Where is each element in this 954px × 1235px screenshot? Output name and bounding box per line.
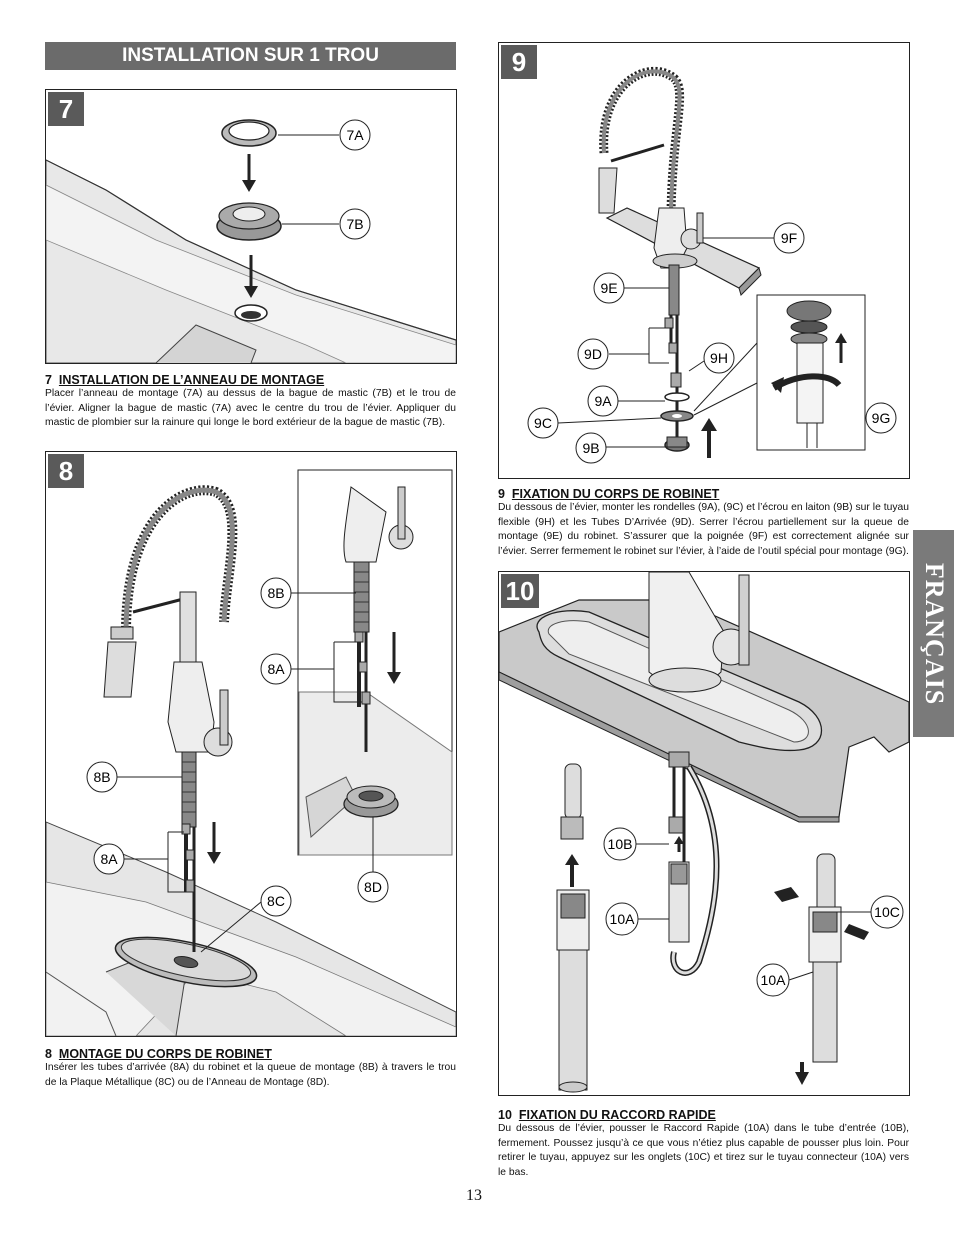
callout-8C <box>260 885 292 917</box>
step-10-caption-number: 10 <box>498 1108 512 1122</box>
svg-text:8A: 8A <box>100 851 118 867</box>
callout-9E <box>593 272 625 304</box>
svg-text:7A: 7A <box>346 127 364 143</box>
callout-9C <box>527 407 559 439</box>
callout-10A-right <box>756 963 790 997</box>
svg-text:8D: 8D <box>364 879 382 895</box>
step-10-caption-body: Du dessous de l’évier, pousser le Raccor… <box>498 1123 909 1178</box>
svg-text:8B: 8B <box>93 769 110 785</box>
svg-text:9H: 9H <box>710 350 728 366</box>
step-7-caption-title: INSTALLATION DE L’ANNEAU DE MONTAGE <box>58 373 325 387</box>
svg-text:10B: 10B <box>608 836 633 852</box>
svg-text:9F: 9F <box>781 230 797 246</box>
step-8-caption-number: 8 <box>45 1047 52 1061</box>
step-7-caption-body: Placer l’anneau de montage (7A) au dessu… <box>45 388 456 429</box>
step-10-number: 10 <box>501 574 539 608</box>
svg-text:8A: 8A <box>267 661 285 677</box>
callout-8B-left <box>86 761 118 793</box>
step-9-caption-body: Du dessous de l’évier, monter les rondel… <box>498 502 909 557</box>
step-7-illustration: 7A 7B <box>46 119 456 363</box>
callout-9G <box>865 402 897 434</box>
step-8-illustration: 8B 8A 8C 8B 8A 8D <box>46 469 456 1036</box>
step-10-panel: 10B 10A 10C 10A 10 <box>498 571 910 1096</box>
step-7-panel: 7A 7B 7 <box>45 89 457 364</box>
callout-10A-left <box>605 902 639 936</box>
svg-text:7B: 7B <box>346 216 363 232</box>
svg-text:9E: 9E <box>600 280 617 296</box>
svg-text:9A: 9A <box>594 393 612 409</box>
step-9-number: 9 <box>501 45 537 79</box>
svg-text:9G: 9G <box>872 410 891 426</box>
callout-7A <box>339 119 371 151</box>
callout-9F <box>773 222 805 254</box>
step-8-caption-title: MONTAGE DU CORPS DE ROBINET <box>58 1047 272 1061</box>
callout-8B-inset <box>260 577 292 609</box>
callout-10C <box>870 895 904 929</box>
callout-8D <box>357 871 389 903</box>
callout-7B <box>339 208 371 240</box>
svg-text:9C: 9C <box>534 415 552 431</box>
step-8-caption-body: Insérer les tubes d’arrivée (8A) du robi… <box>45 1062 456 1088</box>
svg-text:9B: 9B <box>582 440 599 456</box>
step-8-caption: 8 MONTAGE DU CORPS DE ROBINET Insérer le… <box>45 1047 456 1090</box>
step-10-caption-title: FIXATION DU RACCORD RAPIDE <box>518 1108 716 1122</box>
step-10-caption: 10 FIXATION DU RACCORD RAPIDE Du dessous… <box>498 1108 909 1180</box>
callout-9D <box>577 338 609 370</box>
step-7-caption: 7 INSTALLATION DE L’ANNEAU DE MONTAGE Pl… <box>45 373 456 431</box>
step-9-caption: 9 FIXATION DU CORPS DE ROBINET Du dessou… <box>498 487 909 559</box>
svg-text:10C: 10C <box>874 904 900 920</box>
step-9-panel: 9F 9E 9D 9H 9A 9C 9B 9G 9 <box>498 42 910 479</box>
step-7-number: 7 <box>48 92 84 126</box>
svg-text:9D: 9D <box>584 346 602 362</box>
svg-text:8C: 8C <box>267 893 285 909</box>
callout-9H <box>703 342 735 374</box>
callout-8A-left <box>93 843 125 875</box>
step-9-illustration: 9F 9E 9D 9H 9A 9C 9B 9G <box>527 66 897 464</box>
step-10-illustration: 10B 10A 10C 10A <box>499 572 909 1093</box>
step-9-caption-number: 9 <box>498 487 505 501</box>
language-side-tab: FRANÇAIS <box>913 530 954 737</box>
step-7-caption-number: 7 <box>45 373 52 387</box>
step-8-number: 8 <box>48 454 84 488</box>
callout-9A <box>587 385 619 417</box>
page-number: 13 <box>466 1187 482 1204</box>
step-8-panel: 8B 8A 8C 8B 8A 8D 8 <box>45 451 457 1037</box>
svg-text:10A: 10A <box>610 911 636 927</box>
language-side-tab-label: FRANÇAIS <box>919 562 949 705</box>
callout-10B <box>603 827 637 861</box>
section-title: INSTALLATION SUR 1 TROU <box>45 42 456 70</box>
step-9-caption-title: FIXATION DU CORPS DE ROBINET <box>511 487 720 501</box>
callout-8A-inset <box>260 653 292 685</box>
svg-text:10A: 10A <box>761 972 787 988</box>
svg-text:8B: 8B <box>267 585 284 601</box>
callout-9B <box>575 432 607 464</box>
